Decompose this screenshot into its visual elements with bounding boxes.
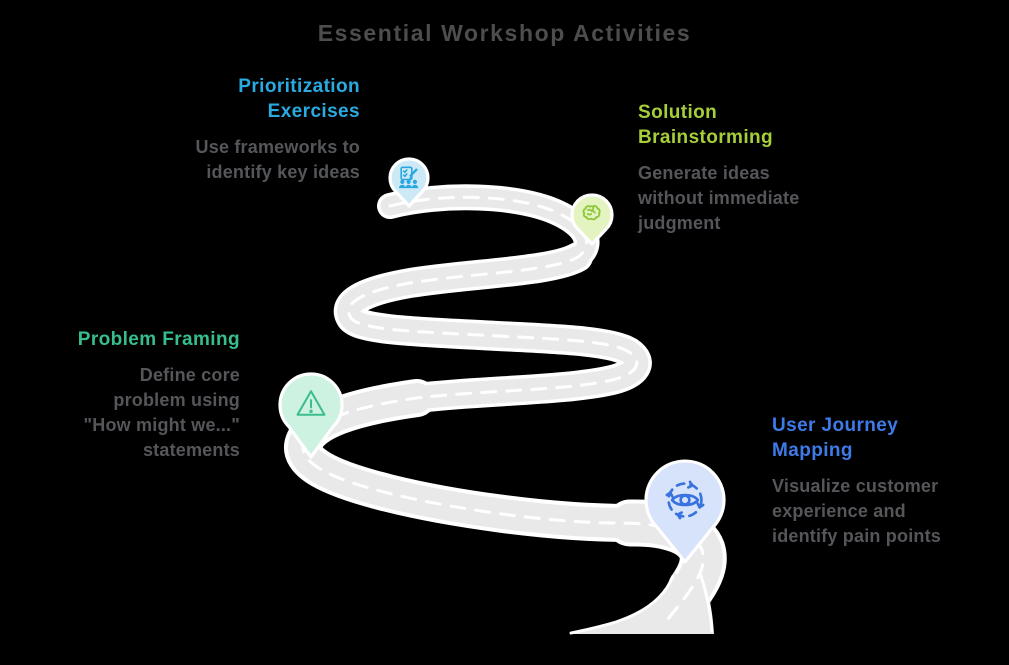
milestone-description-line: Use frameworks to bbox=[195, 137, 360, 157]
pin-shape bbox=[644, 459, 726, 564]
eye-cycle-icon bbox=[665, 480, 705, 520]
label-block-problem-framing: Problem Framing Define core problem usin… bbox=[38, 327, 240, 463]
milestone-description-line: Define core bbox=[139, 365, 240, 385]
milestone-description-line: identify key ideas bbox=[206, 162, 360, 182]
road-asphalt bbox=[380, 187, 596, 267]
milestone-description-line: statements bbox=[142, 440, 240, 460]
winding-road bbox=[284, 184, 727, 635]
milestone-description-line: Generate ideas bbox=[638, 163, 770, 183]
milestone-heading-line: Solution bbox=[638, 102, 718, 123]
pin-solution-brainstorming bbox=[570, 193, 614, 246]
milestone-description-line: identify pain points bbox=[772, 526, 941, 546]
milestone-description-line: problem using bbox=[113, 390, 240, 410]
brain-icon bbox=[582, 205, 601, 221]
milestone-description-line: experience and bbox=[772, 501, 906, 521]
milestone-heading-line: Prioritization bbox=[238, 76, 360, 97]
label-block-prioritization-exercises: Prioritization Exercises Use frameworks … bbox=[60, 74, 360, 185]
milestone-heading-line: Brainstorming bbox=[638, 127, 774, 148]
milestone-description-line: "How might we..." bbox=[83, 415, 240, 435]
pin-prioritization-exercises bbox=[388, 157, 430, 208]
milestone-description-line: Visualize customer bbox=[772, 476, 939, 496]
milestone-heading-line: Problem Framing bbox=[77, 329, 240, 350]
road-flare-edge-right bbox=[699, 574, 714, 633]
milestone-description-line: judgment bbox=[638, 213, 721, 233]
label-block-solution-brainstorming: Solution Brainstorming Generate ideas wi… bbox=[638, 100, 898, 236]
checklist-team-icon bbox=[399, 166, 419, 189]
label-block-user-journey-mapping: User Journey Mapping Visualize customer … bbox=[772, 413, 992, 549]
pin-user-journey-mapping bbox=[644, 459, 726, 564]
road-flare-edge-left bbox=[569, 574, 675, 635]
road-flare bbox=[570, 572, 714, 634]
milestone-heading-line: User Journey bbox=[772, 415, 899, 436]
milestone-heading-line: Exercises bbox=[267, 101, 360, 122]
pin-problem-framing bbox=[278, 372, 344, 459]
page-title: Essential Workshop Activities bbox=[317, 20, 692, 46]
warning-triangle-icon bbox=[296, 390, 326, 416]
milestone-description-line: without immediate bbox=[638, 188, 800, 208]
milestone-heading-line: Mapping bbox=[772, 440, 853, 461]
road-centerline bbox=[301, 195, 705, 621]
